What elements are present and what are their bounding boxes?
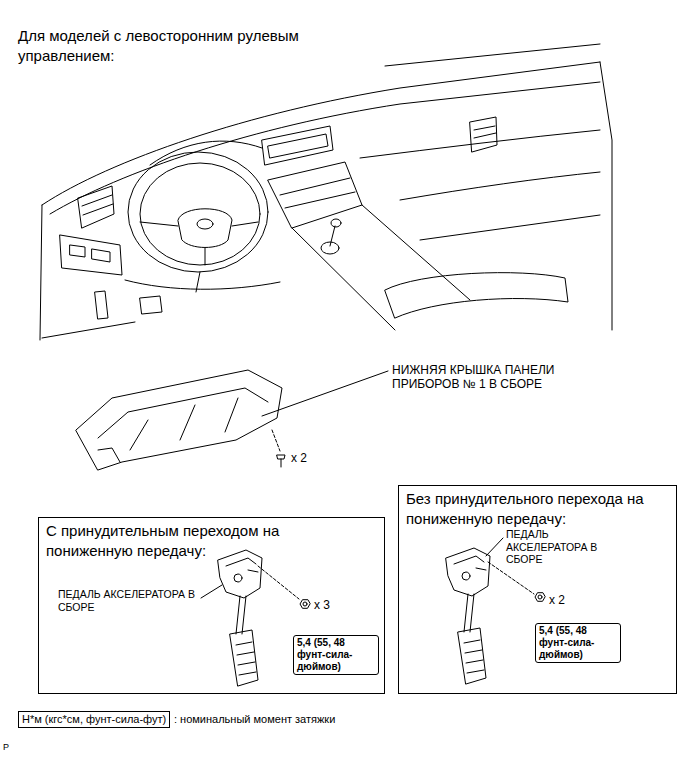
instrument-panel-cover-drawing — [76, 370, 388, 470]
dashboard-drawing — [60, 235, 122, 275]
dashboard-drawing — [600, 62, 612, 330]
dashboard-drawing — [140, 296, 162, 314]
torque-value: 5,4 (55, 48 фунт-сила-дюймов) — [297, 637, 375, 673]
torque-unit-box: Н*м (кгс*см, фунт-сила-фут) — [18, 711, 170, 728]
dashboard-drawing — [128, 152, 268, 272]
figure-mark: P — [3, 742, 9, 753]
variant-frame: С принудительным переходом на пониженную… — [38, 517, 385, 694]
accelerator-pedal-drawing — [218, 550, 262, 686]
dashboard-drawing — [470, 117, 497, 152]
dashboard-drawing — [385, 273, 568, 318]
variant-heading: Без принудительного перехода на пониженн… — [406, 489, 668, 528]
dashboard-drawing — [150, 141, 262, 165]
instrument-panel-cover-drawing — [262, 371, 388, 416]
dashboard-drawing — [331, 219, 341, 227]
dashboard-drawing — [420, 215, 600, 240]
part-name: ПЕДАЛЬ АКСЕЛЕРАТОРА В СБОРЕ — [58, 588, 200, 613]
dashboard-drawing — [42, 62, 600, 205]
accelerator-pedal-drawing — [300, 600, 310, 609]
torque-value: 5,4 (55, 48 фунт-сила-дюймов) — [539, 625, 617, 661]
diagram-title: Для моделей с левосторонним рулевым упра… — [18, 26, 358, 65]
legend-note: : номинальный момент затяжки — [174, 713, 335, 726]
dashboard-drawing — [385, 44, 600, 66]
dashboard-drawing — [125, 280, 280, 289]
accelerator-pedal-drawing — [486, 538, 503, 556]
dashboard-drawing — [140, 222, 258, 265]
dashboard-drawing — [42, 322, 135, 338]
instrument-panel-cover-drawing — [272, 430, 280, 451]
torque-unit: Н*м (кгс*см, фунт-сила-фут) — [22, 713, 166, 726]
accelerator-pedal-drawing — [535, 593, 545, 602]
dashboard-drawing — [262, 126, 333, 165]
part-name: НИЖНЯЯ КРЫШКА ПАНЕЛИ ПРИБОРОВ № 1 В СБОР… — [392, 363, 587, 392]
accelerator-pedal-drawing — [303, 602, 307, 606]
dashboard-drawing — [140, 163, 260, 265]
dashboard-drawing — [292, 205, 470, 330]
torque-box: 5,4 (55, 48 фунт-сила-дюймов) — [535, 623, 621, 663]
dashboard-drawing — [197, 219, 213, 229]
fastener-count: x 3 — [314, 598, 330, 612]
instrument-panel-cover-drawing — [98, 388, 268, 438]
dashboard-drawing — [78, 186, 114, 228]
accelerator-pedal-drawing — [258, 566, 299, 599]
dashboard-drawing — [50, 82, 600, 214]
accelerator-pedal-drawing — [538, 595, 542, 599]
dashboard-drawing — [330, 226, 335, 246]
accelerator-pedal-drawing — [488, 562, 534, 594]
dashboard-drawing — [40, 205, 42, 340]
instrument-panel-cover-drawing — [76, 370, 282, 470]
dashboard-drawing — [40, 44, 612, 340]
torque-box: 5,4 (55, 48 фунт-сила-дюймов) — [293, 635, 379, 675]
dashboard-drawing — [400, 172, 600, 200]
instrument-panel-cover-drawing — [98, 398, 238, 462]
instrument-panel-cover-drawing — [277, 455, 285, 467]
dashboard-drawing — [360, 130, 600, 158]
accelerator-pedal-drawing — [201, 585, 222, 598]
dashboard-drawing — [95, 291, 108, 319]
dashboard-drawing — [321, 242, 339, 254]
dashboard-drawing — [268, 162, 362, 228]
fastener-count: x 2 — [291, 451, 307, 465]
variant-heading: С принудительным переходом на пониженную… — [46, 521, 326, 560]
part-name: ПЕДАЛЬ АКСЕЛЕРАТОРА В СБОРЕ — [506, 528, 606, 566]
fastener-count: x 2 — [549, 593, 565, 607]
accelerator-pedal-drawing — [446, 548, 490, 684]
dashboard-drawing — [178, 209, 232, 248]
variant-frame: Без принудительного перехода на пониженн… — [398, 485, 677, 694]
